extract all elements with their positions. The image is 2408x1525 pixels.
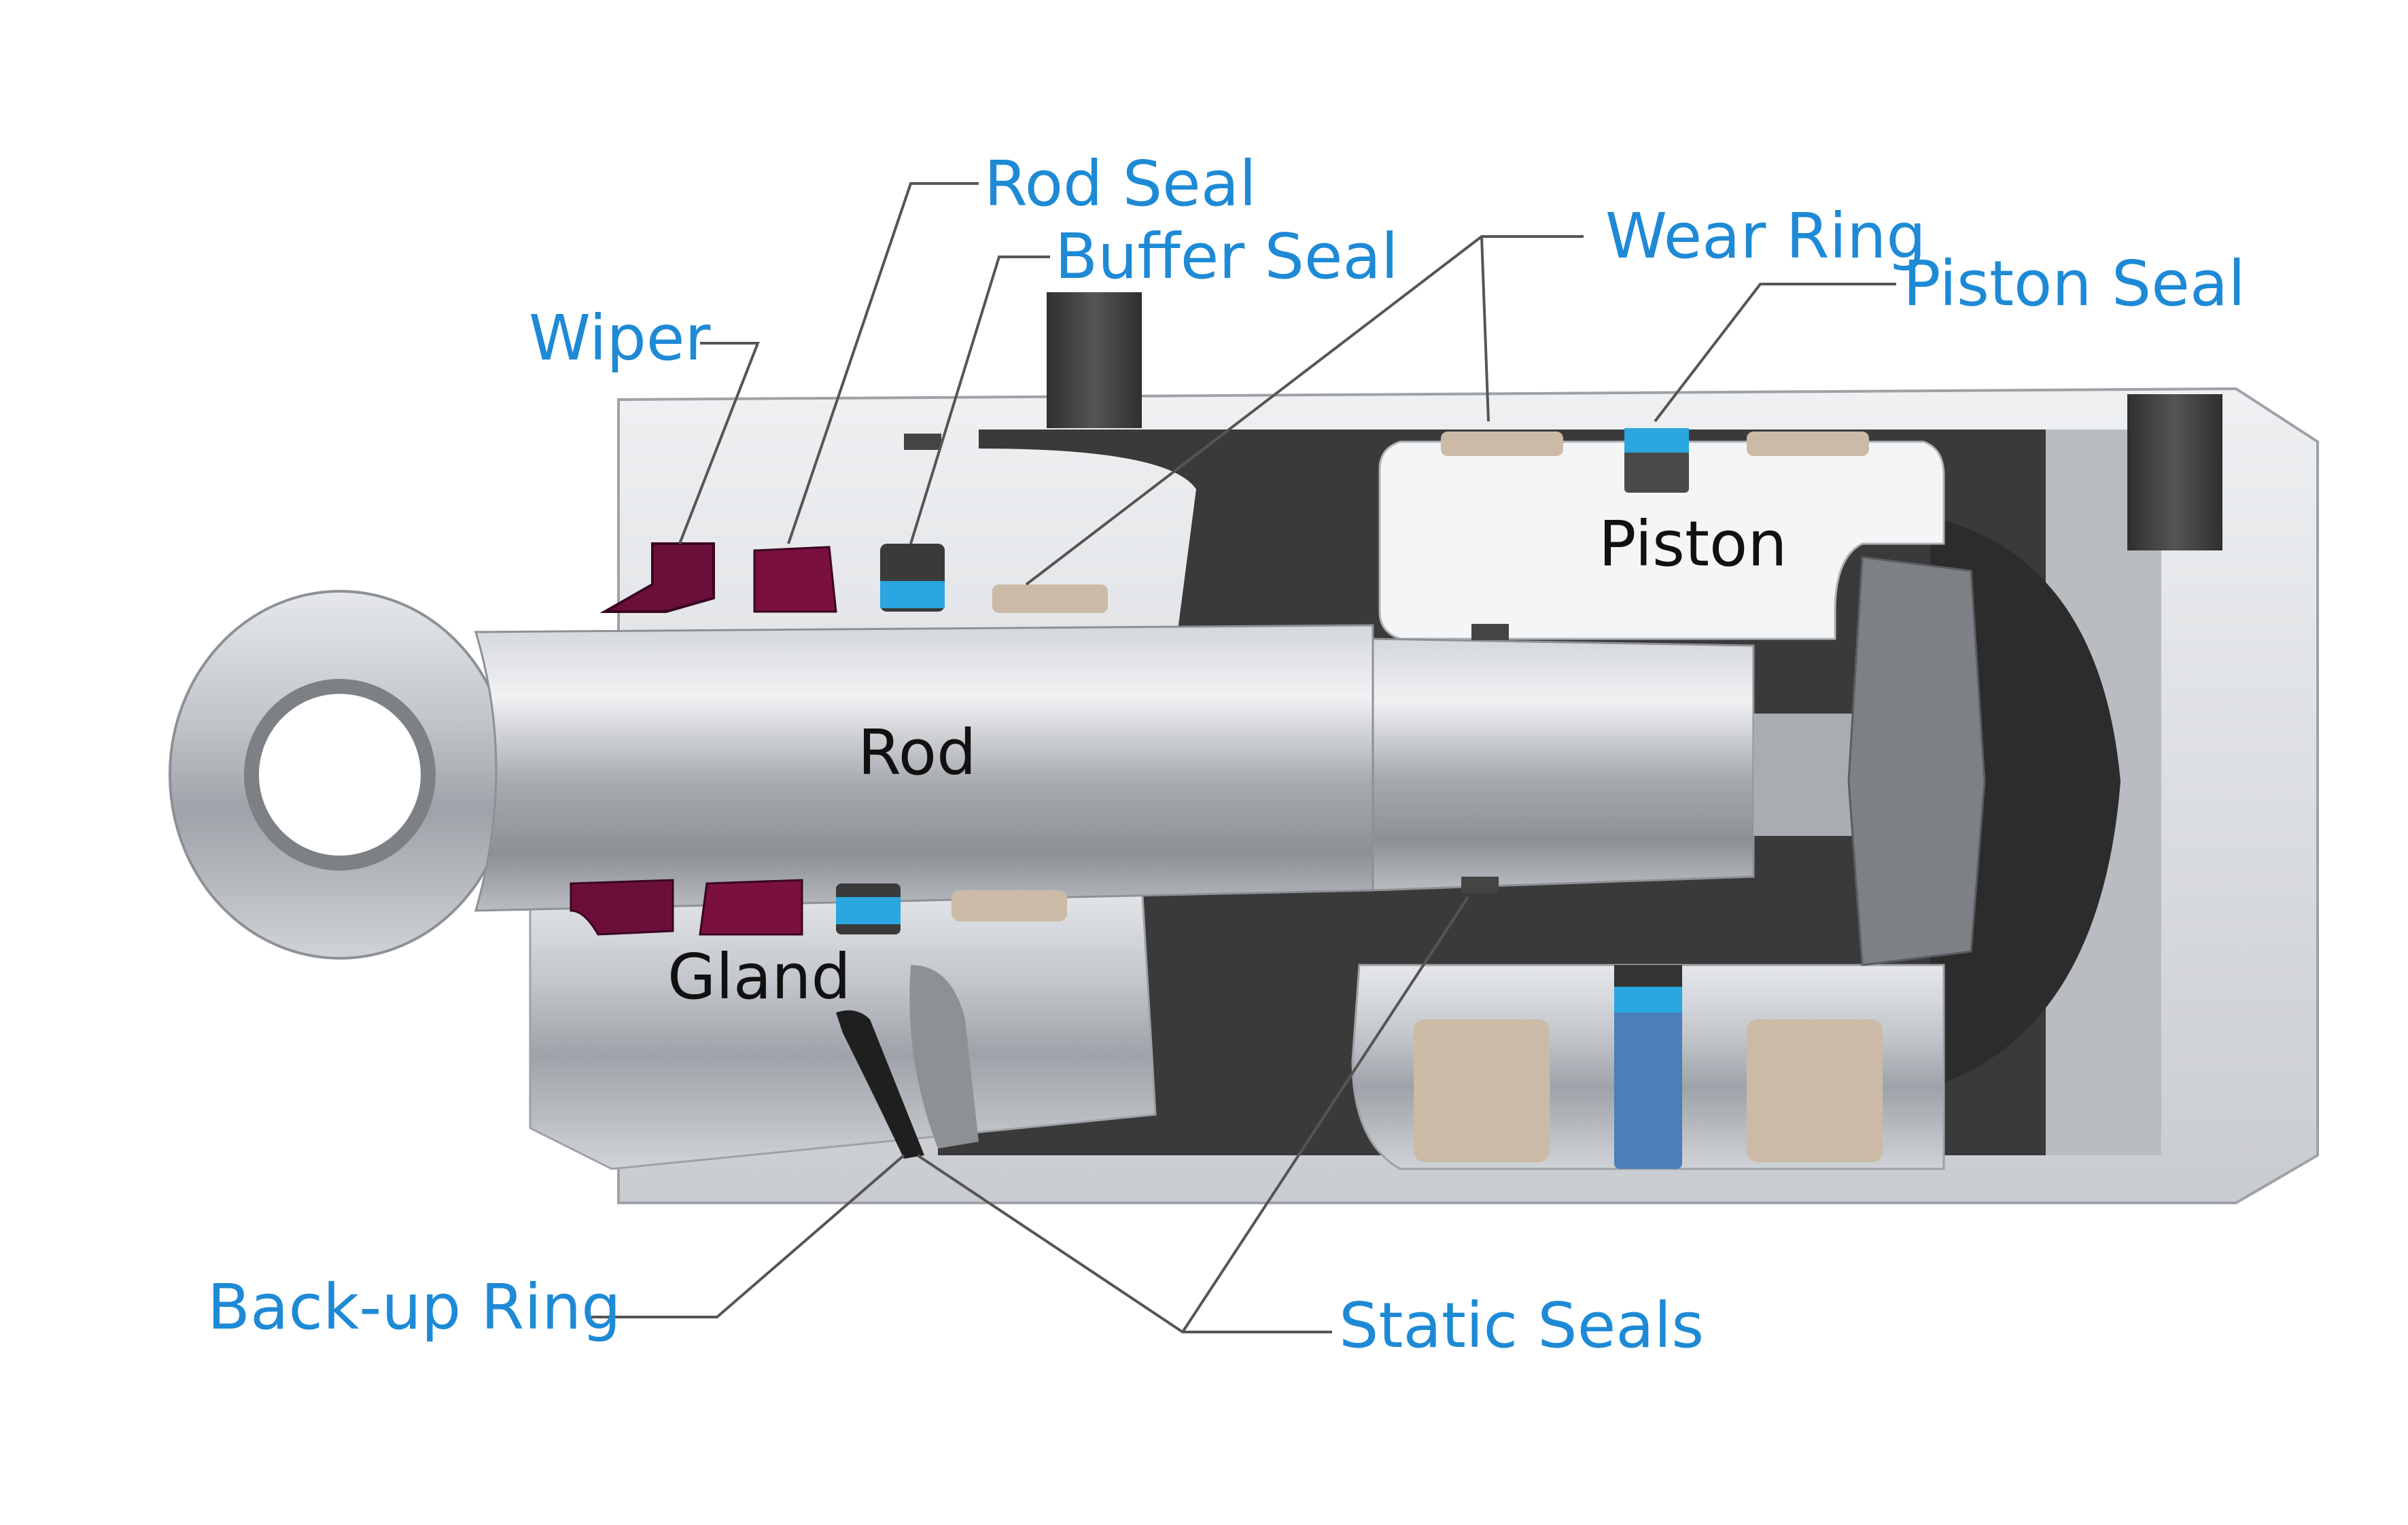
static-seal-rod bbox=[1471, 624, 1509, 640]
gland-wear-ring-upper bbox=[992, 584, 1108, 613]
piston-seal-lower bbox=[1614, 985, 1682, 1169]
wear-ring-upper-right bbox=[1747, 432, 1869, 456]
leader-piston-seal bbox=[1654, 283, 1896, 423]
wiper-seal-upper bbox=[599, 542, 715, 613]
piston-body bbox=[1378, 440, 1945, 640]
rod-eye bbox=[169, 590, 511, 960]
static-seal-rod-lower bbox=[1461, 877, 1499, 893]
callout-static-seals: Static Seals bbox=[1339, 1289, 1705, 1362]
piston-nut bbox=[1847, 556, 1986, 966]
leader-back-up-ring bbox=[591, 1154, 905, 1318]
leader-lines bbox=[591, 182, 1896, 1333]
upper-seals bbox=[599, 428, 1869, 893]
rod-shaft bbox=[474, 556, 1986, 966]
rod-seal-lower bbox=[699, 879, 803, 936]
top-port bbox=[1047, 292, 1142, 428]
wear-ring-lower-left bbox=[1414, 1019, 1550, 1162]
callout-buffer-seal: Buffer Seal bbox=[1055, 220, 1399, 293]
wear-ring-upper-left bbox=[1441, 432, 1563, 456]
rod-eye-hole bbox=[244, 679, 436, 871]
leader-wear-ring-2 bbox=[1480, 236, 1490, 422]
rod-seal-upper bbox=[753, 546, 837, 613]
callout-piston-seal: Piston Seal bbox=[1903, 247, 2246, 320]
piston-lower bbox=[1351, 964, 1945, 1170]
wear-ring-lower-right bbox=[1747, 1019, 1883, 1162]
leader-rod-seal bbox=[787, 182, 979, 544]
static-seal-upper bbox=[904, 434, 941, 450]
callout-back-up-ring: Back-up Ring bbox=[207, 1271, 621, 1344]
gland-wear-ring-lower bbox=[952, 890, 1067, 922]
label-rod: Rod bbox=[858, 716, 977, 789]
wiper-seal-lower bbox=[570, 879, 674, 936]
callout-rod-seal: Rod Seal bbox=[984, 147, 1257, 220]
back-up-ring-shape bbox=[836, 1010, 924, 1159]
leader-wiper bbox=[678, 342, 760, 544]
callout-wiper: Wiper bbox=[529, 302, 711, 374]
leader-buffer-seal bbox=[909, 256, 1050, 544]
leader-static-seals-2 bbox=[1181, 896, 1469, 1333]
label-piston: Piston bbox=[1599, 508, 1787, 580]
callout-wear-ring: Wear Ring bbox=[1605, 200, 1926, 273]
label-gland: Gland bbox=[667, 941, 851, 1013]
lower-seals bbox=[570, 879, 1067, 936]
